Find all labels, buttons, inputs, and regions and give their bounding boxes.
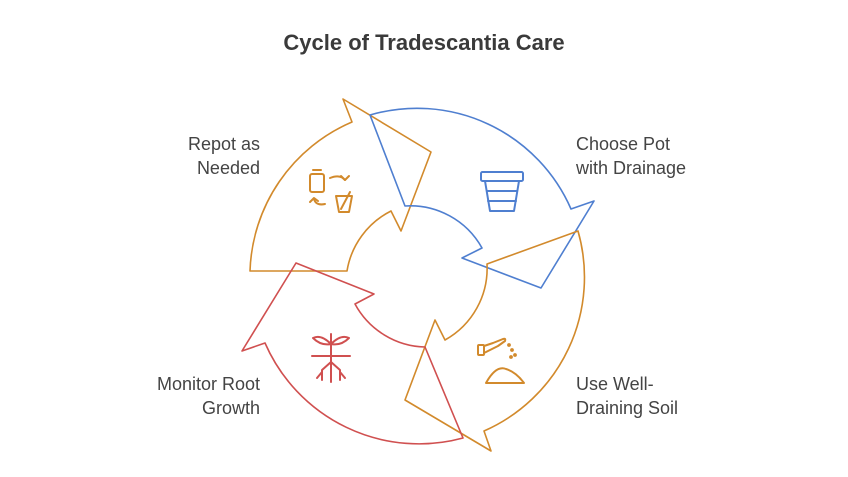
roots-icon: [311, 333, 351, 383]
pot-arrow: [369, 107, 595, 289]
repot-icon: [309, 169, 353, 213]
step-label-choose-pot: Choose Pot with Drainage: [576, 134, 687, 178]
soil-arrow: [404, 230, 586, 452]
soil-icon: [477, 337, 525, 384]
step-label-monitor-roots: Monitor Root Growth: [156, 374, 260, 418]
roots-arrow: [241, 262, 464, 445]
repot-arrow: [249, 98, 432, 272]
diagram-title: Cycle of Tradescantia Care: [283, 30, 565, 55]
pot-icon: [480, 171, 524, 212]
step-label-soil: Use Well- Draining Soil: [576, 374, 679, 418]
step-label-repot: Repot as Needed: [187, 134, 260, 178]
